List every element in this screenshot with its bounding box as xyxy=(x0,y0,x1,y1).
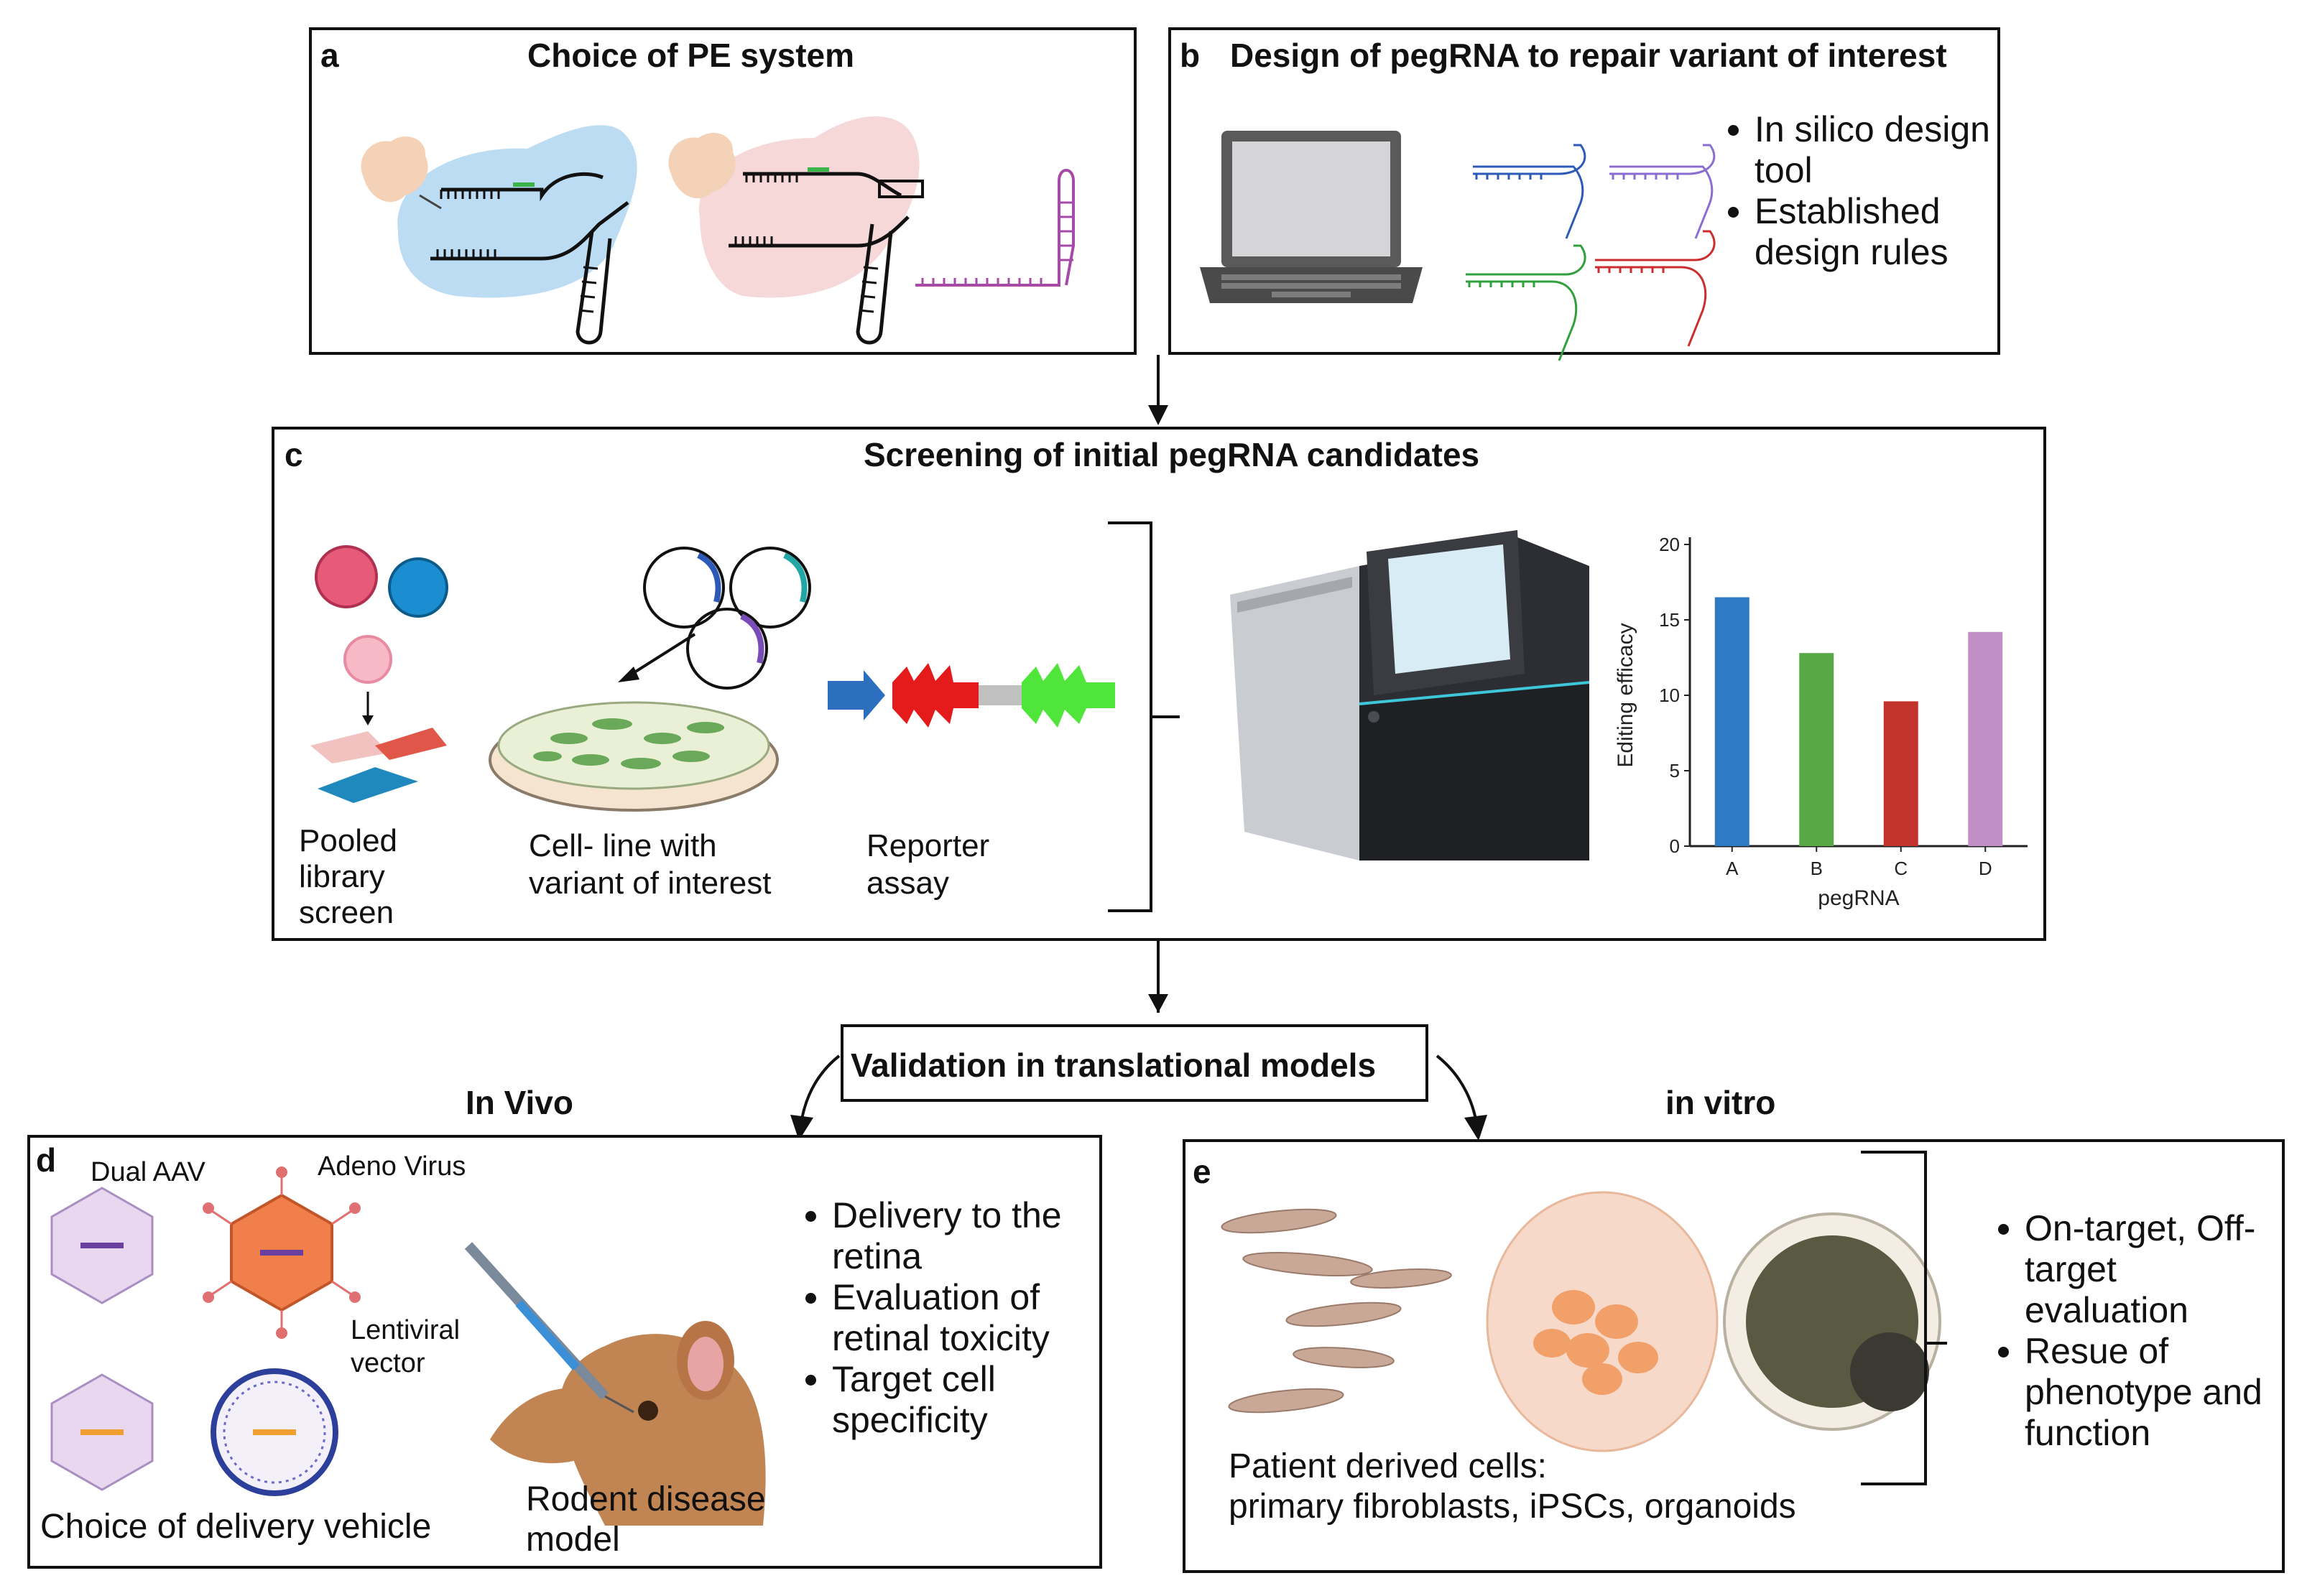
label-rodent-1: Rodent disease xyxy=(526,1480,766,1518)
bullet-in-silico: In silico design tool xyxy=(1755,109,2005,191)
panel-b-bullets: In silico design tool Established design… xyxy=(1717,109,2005,273)
virus-library-icon xyxy=(310,545,448,803)
label-adeno-virus: Adeno Virus xyxy=(318,1151,466,1182)
label-patient-1: Patient derived cells: xyxy=(1229,1447,1547,1485)
bracket xyxy=(1108,521,1180,912)
panel-a-letter: a xyxy=(320,37,339,74)
panel-a: a Choice of PE system xyxy=(309,27,1137,355)
arrow-to-validation xyxy=(1148,941,1168,1013)
bar-D xyxy=(1968,631,2003,846)
label-pooled-library: Pooled library screen xyxy=(299,823,398,930)
bullet-design-rules: Established design rules xyxy=(1755,191,2005,273)
reporter-construct-icon xyxy=(828,663,1115,728)
panel-b-title: Design of pegRNA to repair variant of in… xyxy=(1230,37,1947,74)
y-tick-label: 0 xyxy=(1670,835,1680,857)
label-patient-2: primary fibroblasts, iPSCs, organoids xyxy=(1229,1488,1796,1526)
in-vivo-heading: In Vivo xyxy=(466,1084,573,1121)
bullet-retinal-toxicity: Evaluation of retinal toxicity xyxy=(832,1277,1096,1359)
bullet-delivery-retina: Delivery to the retina xyxy=(832,1195,1096,1277)
panel-a-title: Choice of PE system xyxy=(527,37,855,74)
x-axis-label: pegRNA xyxy=(1818,886,1899,910)
panel-c-letter: c xyxy=(285,436,303,473)
panel-b-letter: b xyxy=(1180,37,1201,74)
x-tick-label: C xyxy=(1894,858,1908,879)
pe-system-illustrations xyxy=(361,116,1075,345)
label-lentiviral-1: Lentiviral xyxy=(351,1315,461,1345)
panel-d-bullets: Delivery to the retina Evaluation of ret… xyxy=(795,1195,1096,1441)
panel-e: e Patient derived cells: primary fibrobl… xyxy=(1183,1139,2285,1573)
panel-e-bullets: On-target, Off-target evaluation Resue o… xyxy=(1987,1208,2275,1454)
in-vitro-heading: in vitro xyxy=(1665,1084,1776,1121)
mouse-injection-icon xyxy=(464,1242,766,1526)
panel-d: d Dual AAV Adeno Virus Lentiviral vector… xyxy=(27,1135,1102,1569)
label-delivery-vehicle: Choice of delivery vehicle xyxy=(40,1508,432,1546)
sequencer-icon xyxy=(1230,530,1590,860)
panel-d-letter: d xyxy=(36,1141,57,1179)
x-tick-label: B xyxy=(1811,858,1823,879)
cell-dish-icon xyxy=(489,547,811,812)
y-tick-label: 5 xyxy=(1670,760,1680,781)
label-reporter-1: Reporter xyxy=(866,828,990,863)
validation-title: Validation in translational models xyxy=(851,1047,1377,1084)
y-tick-label: 20 xyxy=(1659,534,1680,555)
patient-cells-icon xyxy=(1221,1191,1941,1452)
laptop-icon xyxy=(1200,131,1423,303)
pegrna-designs xyxy=(1466,144,1716,361)
bar-A xyxy=(1714,597,1749,846)
label-cell-line-1: Cell- line with xyxy=(529,828,717,863)
bullet-target-specificity: Target cell specificity xyxy=(832,1359,1096,1441)
label-lentiviral-2: vector xyxy=(351,1348,425,1378)
arrow-to-in-vivo xyxy=(790,1054,841,1141)
x-tick-label: A xyxy=(1726,858,1739,879)
label-cell-line-2: variant of interest xyxy=(529,866,772,901)
delivery-vehicles-icon xyxy=(50,1166,361,1496)
label-rodent-2: model xyxy=(526,1521,620,1559)
validation-box: Validation in translational models xyxy=(841,1024,1428,1102)
y-axis-label: Editing efficacy xyxy=(1614,623,1637,767)
panel-b: b Design of pegRNA to repair variant of … xyxy=(1168,27,2000,361)
y-tick-label: 10 xyxy=(1659,685,1680,706)
bar-C xyxy=(1883,701,1918,846)
panel-c: c Screening of initial pegRNA candidates… xyxy=(272,427,2046,941)
bar-B xyxy=(1799,653,1834,846)
label-reporter-2: assay xyxy=(866,866,949,901)
arrow-to-screening xyxy=(1148,355,1168,425)
label-dual-aav: Dual AAV xyxy=(91,1157,205,1187)
panel-c-title: Screening of initial pegRNA candidates xyxy=(864,436,1480,473)
bullet-rescue-phenotype: Resue of phenotype and function xyxy=(2025,1331,2275,1454)
x-tick-label: D xyxy=(1979,858,1992,879)
y-tick-label: 15 xyxy=(1659,609,1680,631)
bullet-on-off-target: On-target, Off-target evaluation xyxy=(2025,1208,2275,1331)
bracket-e xyxy=(1861,1151,1947,1485)
panel-e-letter: e xyxy=(1193,1153,1211,1190)
arrow-to-in-vitro xyxy=(1436,1054,1487,1141)
